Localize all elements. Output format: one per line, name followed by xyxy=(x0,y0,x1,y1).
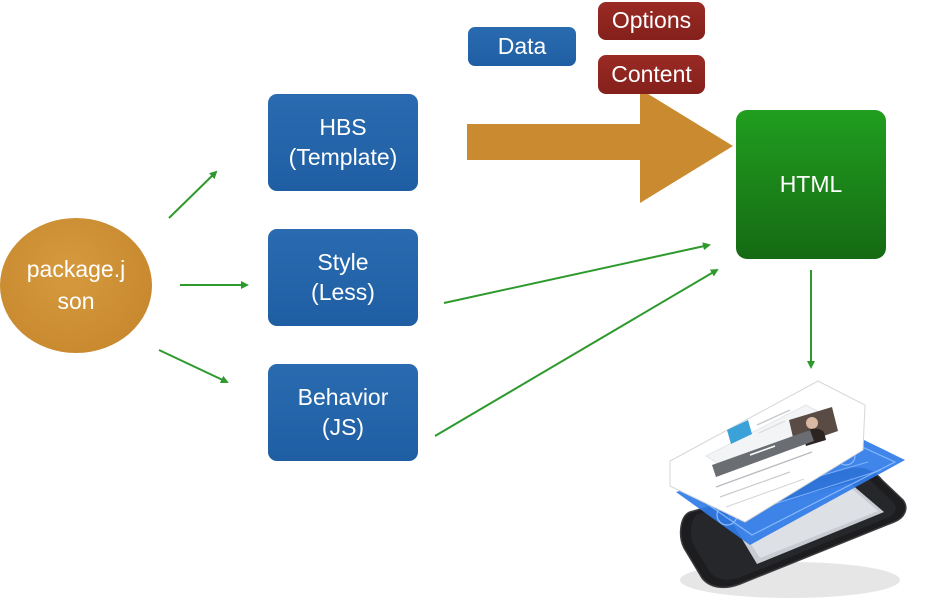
data-node: Data xyxy=(468,27,576,66)
connector-package-to-hbs xyxy=(168,170,218,219)
mobile-phone-mockup-icon xyxy=(669,380,907,598)
hbs-template-node: HBS (Template) xyxy=(268,94,418,191)
style-less-node: Style (Less) xyxy=(268,229,418,326)
big-flow-arrow xyxy=(467,89,733,203)
options-node: Options xyxy=(598,2,705,40)
connector-style-to-html xyxy=(443,242,711,304)
content-node: Content xyxy=(598,55,705,94)
package-json-node: package.j son xyxy=(0,218,152,353)
connector-behavior-to-html xyxy=(434,268,719,437)
connector-package-to-behavior xyxy=(158,349,229,384)
html-node: HTML xyxy=(736,110,886,259)
behavior-js-node: Behavior (JS) xyxy=(268,364,418,461)
